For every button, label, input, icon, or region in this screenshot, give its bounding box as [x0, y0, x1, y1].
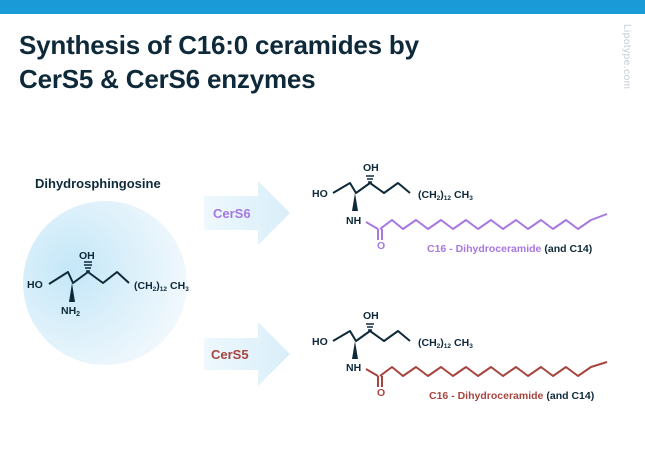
- title-line-2: CerS5 & CerS6 enzymes: [19, 64, 316, 94]
- substrate-nh2-wedge: [69, 283, 75, 302]
- cers5-carbonyl-o: O: [377, 387, 385, 399]
- cers5-nh-label: NH: [346, 362, 361, 374]
- cers5-ho-label: HO: [312, 336, 328, 348]
- cers6-enzyme-label: CerS6: [213, 206, 251, 221]
- substrate-nh2-label: NH2: [61, 305, 80, 318]
- page-title: Synthesis of C16:0 ceramides by CerS5 & …: [19, 28, 559, 96]
- substrate-circle: [23, 201, 187, 365]
- cers5-arrow: CerS5: [204, 322, 290, 386]
- substrate-ho-label: HO: [27, 279, 43, 291]
- cers5-enzyme-label: CerS5: [211, 347, 249, 362]
- cers6-arrow: CerS6: [204, 181, 290, 245]
- cers6-oh-label: OH: [363, 162, 379, 174]
- watermark: Lipotype.com: [621, 24, 632, 90]
- brand-top-bar: [0, 0, 645, 14]
- cers6-nh-label: NH: [346, 215, 361, 227]
- cers5-oh-label: OH: [363, 310, 379, 322]
- title-line-1: Synthesis of C16:0 ceramides by: [19, 30, 419, 60]
- substrate-oh-label: OH: [79, 250, 95, 262]
- cers5-product-caption: C16 - Dihydroceramide(and C14): [429, 390, 594, 402]
- substrate-oh-hash: [84, 261, 92, 272]
- cers6-carbonyl-o: O: [377, 240, 385, 252]
- cers6-ho-label: HO: [312, 188, 328, 200]
- substrate-label: Dihydrosphingosine: [35, 176, 161, 191]
- cers6-product-caption: C16 - Dihydroceramide(and C14): [427, 243, 592, 255]
